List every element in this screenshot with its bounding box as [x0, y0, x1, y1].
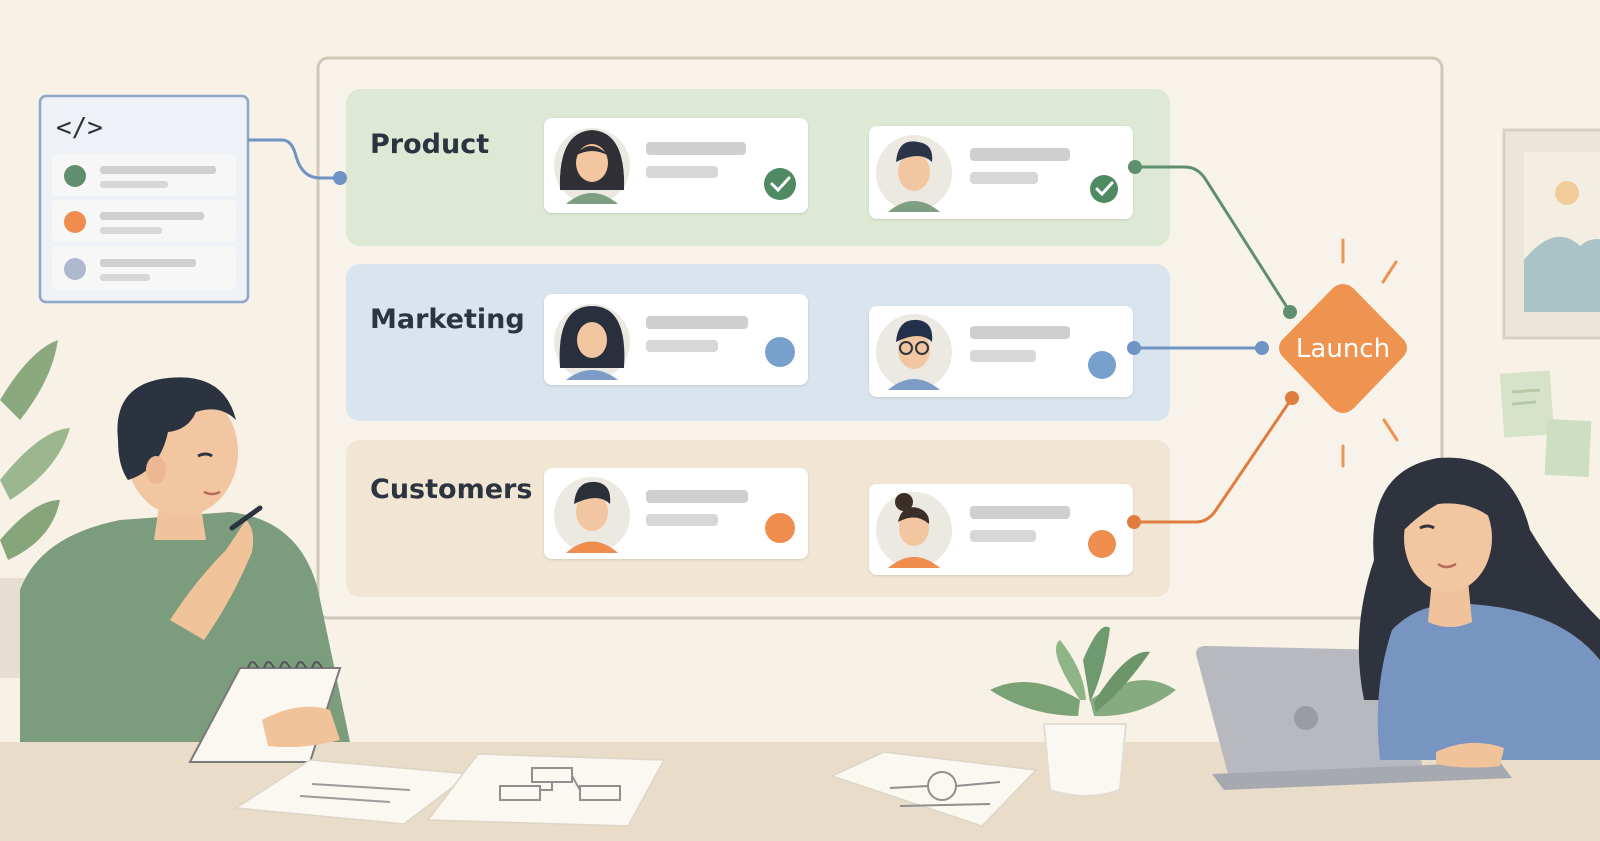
- lane-label-marketing: Marketing: [370, 304, 525, 335]
- lane-label-customers: Customers: [370, 474, 532, 505]
- connectors: [248, 138, 1299, 529]
- avatar-woman-bun: [876, 492, 952, 568]
- connector-customers-to-launch: [1134, 397, 1294, 524]
- check-status-icon: [764, 168, 796, 200]
- check-status-icon: [1090, 175, 1118, 203]
- avatar-man-orange-shirt: [554, 477, 630, 553]
- connector-product-to-launch: [1135, 165, 1292, 313]
- lane-card[interactable]: [544, 294, 808, 385]
- status-dot-icon: [765, 337, 795, 367]
- lane-card[interactable]: [544, 468, 808, 559]
- lane-cards: [544, 118, 1133, 575]
- status-dot-icon: [1088, 351, 1116, 379]
- launch-node[interactable]: Launch: [1279, 238, 1407, 468]
- code-panel-item: [52, 154, 236, 196]
- avatar-woman-dark-hair: [554, 304, 630, 380]
- lane-card[interactable]: [869, 126, 1133, 219]
- plant-left-icon: [0, 340, 70, 678]
- paper-flowchart-icon: [426, 753, 666, 827]
- launch-label: Launch: [1296, 334, 1390, 364]
- lane-card[interactable]: [869, 484, 1133, 575]
- lane-label-product: Product: [370, 129, 489, 160]
- status-dot-icon: [765, 513, 795, 543]
- woman-with-laptop-illustration: [1358, 457, 1600, 768]
- launch-burst-icon: [1341, 238, 1399, 468]
- sticky-notes-icon: [1499, 370, 1592, 478]
- code-icon: </>: [56, 113, 103, 143]
- paper-diagram-icon: [829, 751, 1038, 827]
- potted-plant-icon: [990, 626, 1176, 797]
- avatar-man-short-hair: [876, 135, 952, 212]
- connector-panel-to-board: [248, 138, 340, 180]
- status-dot-icon: [1088, 530, 1116, 558]
- lane-card[interactable]: [544, 118, 808, 213]
- avatar-woman-long-hair: [554, 128, 630, 204]
- avatar-man-glasses: [876, 314, 952, 390]
- code-panel: </>: [38, 94, 250, 304]
- wall-picture-icon: [1502, 128, 1600, 340]
- code-panel-item: [52, 246, 236, 290]
- man-with-notepad-illustration: [20, 377, 350, 763]
- code-panel-item: [52, 200, 236, 242]
- lane-card[interactable]: [869, 306, 1133, 397]
